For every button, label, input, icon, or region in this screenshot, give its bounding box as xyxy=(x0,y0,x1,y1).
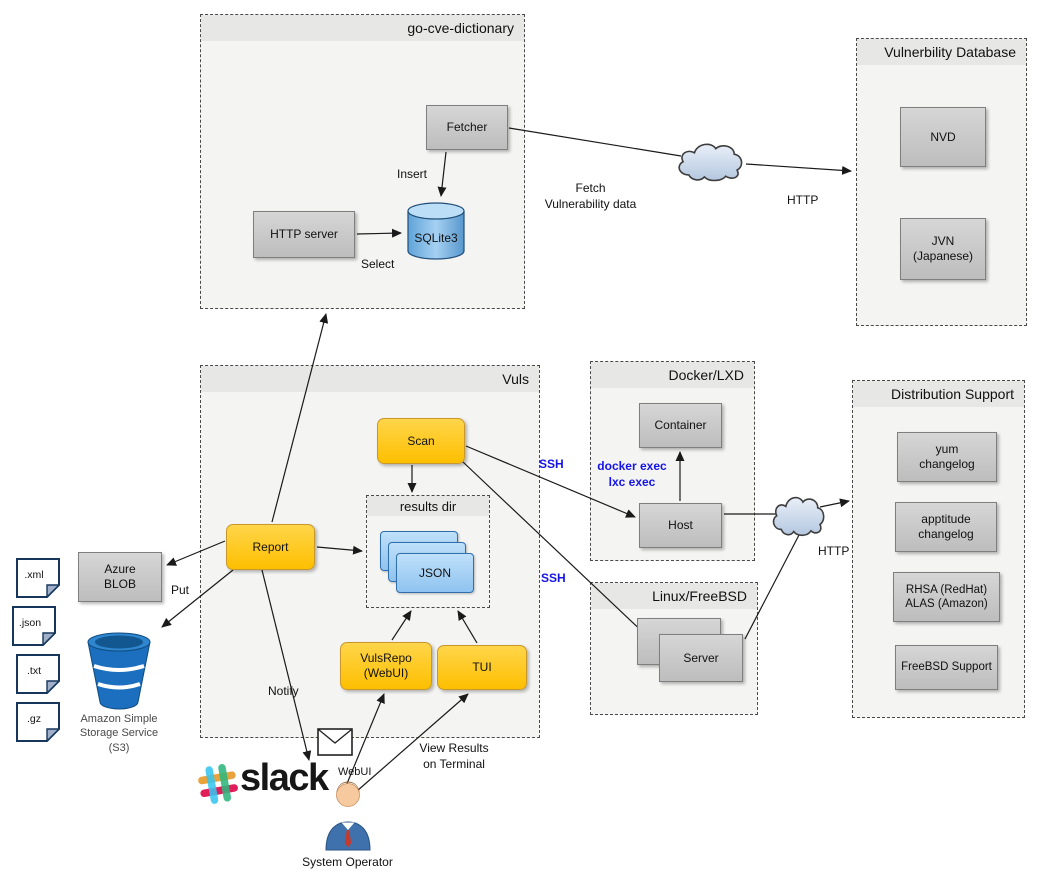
file-gz-icon: .gz xyxy=(16,702,61,743)
node-label: Host xyxy=(668,518,693,532)
edge-label-insert: Insert xyxy=(397,167,428,181)
node-report: Report xyxy=(226,524,315,570)
container-header xyxy=(591,362,754,388)
container-vulnerability-database: Vulnerbility Database xyxy=(856,38,1027,326)
file-label: .txt xyxy=(26,665,41,677)
node-label: Report xyxy=(252,539,289,554)
node-label: NVD xyxy=(930,129,956,144)
node-container: Container xyxy=(639,403,722,448)
file-txt-icon: .txt xyxy=(16,654,61,695)
cloud-icon-internet-changelog xyxy=(772,497,825,536)
slack-wordmark: slack xyxy=(240,757,329,799)
system-operator-icon xyxy=(325,781,371,851)
node-label: Azure BLOB xyxy=(103,562,136,591)
file-label: .json xyxy=(18,617,42,629)
node-label: FreeBSD Support xyxy=(901,661,992,674)
container-header xyxy=(201,15,524,41)
node-apptitude-changelog: apptitude changelog xyxy=(895,502,997,552)
edge-label-put: Put xyxy=(171,583,190,597)
mail-envelope-icon xyxy=(317,728,353,756)
container-header xyxy=(853,381,1024,407)
file-json-icon: .json xyxy=(12,606,57,647)
node-label: yum changelog xyxy=(919,442,975,471)
s3-bucket-icon xyxy=(87,632,151,710)
container-header xyxy=(857,39,1026,65)
node-label: JSON xyxy=(418,565,451,580)
file-label: .xml xyxy=(24,569,44,581)
node-fetcher: Fetcher xyxy=(426,105,508,150)
node-label: RHSA (RedHat) ALAS (Amazon) xyxy=(905,583,988,610)
node-jvn: JVN (Japanese) xyxy=(900,218,986,280)
container-title-vulnerability-database: Vulnerbility Database xyxy=(884,44,1016,60)
node-label: VulsRepo (WebUI) xyxy=(360,651,412,680)
node-yum-changelog: yum changelog xyxy=(897,432,997,482)
arrow-cloud-to-distsupport xyxy=(819,498,850,508)
node-label: Scan xyxy=(407,433,435,448)
file-page-icon xyxy=(16,654,61,695)
node-rhsa-alas: RHSA (RedHat) ALAS (Amazon) xyxy=(893,572,1000,622)
container-header xyxy=(201,366,539,392)
arrow-cloud-to-vulndb xyxy=(745,163,852,175)
edge-label-fetch-vulnerability-data: Fetch Vulnerability data xyxy=(544,181,637,211)
node-azure-blob: Azure BLOB xyxy=(78,552,162,602)
node-scan: Scan xyxy=(377,418,465,464)
node-server: Server xyxy=(659,634,743,682)
node-label: SQLite3 xyxy=(414,230,458,245)
container-header xyxy=(367,496,489,516)
node-vulsrepo: VulsRepo (WebUI) xyxy=(340,642,432,690)
file-page-icon xyxy=(16,558,61,599)
edge-label-notify: Notify xyxy=(268,684,299,698)
container-title-vuls: Vuls xyxy=(502,371,529,387)
file-xml-icon: .xml xyxy=(16,558,61,599)
node-tui: TUI xyxy=(437,645,527,690)
node-label: Fetcher xyxy=(446,120,488,134)
node-label: Server xyxy=(683,650,719,665)
edge-label-webui: WebUI xyxy=(338,766,372,778)
edge-label-docker-exec: docker exec lxc exec xyxy=(597,459,667,489)
node-label: TUI xyxy=(472,660,492,674)
cloud-icon-internet-fetch xyxy=(678,143,743,182)
node-json: JSON xyxy=(396,553,474,593)
file-page-icon xyxy=(16,702,61,743)
node-label: apptitude changelog xyxy=(918,512,974,541)
edge-label-ssh-host: SSH xyxy=(539,457,564,471)
container-title-results-dir: results dir xyxy=(399,499,457,514)
s3-caption: Amazon Simple Storage Service (S3) xyxy=(79,713,159,754)
node-http-server: HTTP server xyxy=(253,211,355,258)
edge-label-http-changelog: HTTP xyxy=(818,544,850,558)
container-title-distribution-support: Distribution Support xyxy=(891,386,1014,402)
node-nvd: NVD xyxy=(900,107,986,167)
edge-label-http-fetch: HTTP xyxy=(787,193,819,207)
database-cylinder-icon xyxy=(407,202,465,260)
node-label: Container xyxy=(654,418,707,432)
container-go-cve-dictionary: go-cve-dictionary xyxy=(200,14,525,309)
container-title-go-cve-dictionary: go-cve-dictionary xyxy=(407,20,514,36)
node-host: Host xyxy=(639,503,722,548)
node-freebsd-support: FreeBSD Support xyxy=(895,645,998,690)
container-title-docker-lxd: Docker/LXD xyxy=(668,367,744,383)
node-sqlite3: SQLite3 xyxy=(405,199,467,263)
file-page-icon xyxy=(12,606,57,647)
arrow-fetcher-to-cloud xyxy=(508,127,682,157)
container-title-linux-freebsd: Linux/FreeBSD xyxy=(652,588,747,604)
edge-label-select: Select xyxy=(361,257,395,271)
system-operator-caption: System Operator xyxy=(302,855,393,869)
node-label: JVN (Japanese) xyxy=(912,234,974,263)
node-label: HTTP server xyxy=(270,227,338,241)
slack-hash-icon xyxy=(198,764,238,804)
file-label: .gz xyxy=(26,713,41,725)
edge-label-view-results: View Results on Terminal xyxy=(419,741,489,771)
edge-label-ssh-server: SSH xyxy=(541,571,566,585)
